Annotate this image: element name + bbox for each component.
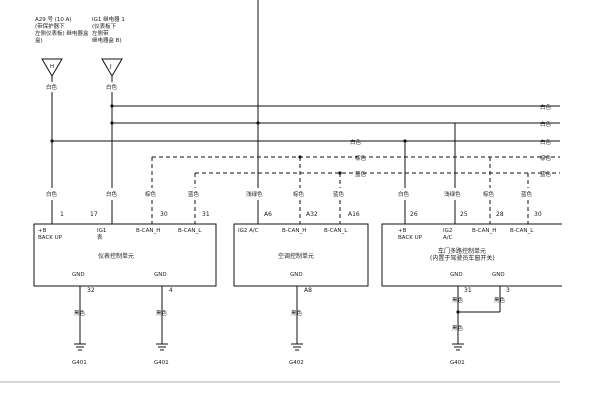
svg-text:26: 26 xyxy=(410,211,418,218)
svg-text:IG2: IG2 xyxy=(443,228,452,234)
svg-text:A32: A32 xyxy=(306,211,318,218)
svg-text:白色: 白色 xyxy=(540,103,552,111)
svg-text:30: 30 xyxy=(534,211,542,218)
svg-text:白色: 白色 xyxy=(350,138,362,146)
svg-text:GND: GND xyxy=(450,272,463,278)
svg-text:GND: GND xyxy=(290,272,303,278)
svg-text:盒): 盒) xyxy=(35,36,43,44)
svg-text:黑色: 黑色 xyxy=(452,296,464,304)
svg-text:G401: G401 xyxy=(154,360,169,366)
svg-text:28: 28 xyxy=(496,211,504,218)
svg-text:空调控制单元: 空调控制单元 xyxy=(278,252,314,260)
wire-color-label: 白色 xyxy=(106,83,118,91)
svg-text:蓝色: 蓝色 xyxy=(188,190,200,198)
door-multiplex-unit: +B BACK UP IG2 A/C B-CAN_H B-CAN_L 车门多路控… xyxy=(381,223,562,287)
svg-text:黑色: 黑色 xyxy=(494,296,506,304)
svg-text:浅绿色: 浅绿色 xyxy=(246,190,263,198)
svg-text:左侧仪表板) 继电器盒: 左侧仪表板) 继电器盒 xyxy=(35,29,89,37)
svg-text:G402: G402 xyxy=(289,360,304,366)
svg-text:B-CAN_L: B-CAN_L xyxy=(324,228,348,234)
svg-text:继电器盒 B): 继电器盒 B) xyxy=(92,36,122,44)
svg-text:31: 31 xyxy=(464,287,472,294)
svg-text:车门多路控制单元: 车门多路控制单元 xyxy=(438,247,486,255)
svg-text:蓝色: 蓝色 xyxy=(333,190,345,198)
svg-text:棕色: 棕色 xyxy=(145,190,157,198)
svg-text:A29 号 (10 A): A29 号 (10 A) xyxy=(35,16,72,23)
svg-text:GND: GND xyxy=(492,272,505,278)
svg-text:B-CAN_H: B-CAN_H xyxy=(282,228,306,234)
svg-text:3: 3 xyxy=(506,287,510,294)
svg-text:B-CAN_L: B-CAN_L xyxy=(510,228,534,234)
svg-text:黑色: 黑色 xyxy=(74,309,86,317)
svg-text:J: J xyxy=(109,64,112,70)
svg-text:G401: G401 xyxy=(72,360,87,366)
svg-text:IG2 A/C: IG2 A/C xyxy=(238,228,259,234)
svg-text:31: 31 xyxy=(202,211,210,218)
svg-text:1: 1 xyxy=(60,211,64,218)
svg-text:G401: G401 xyxy=(450,360,465,366)
svg-text:黑色: 黑色 xyxy=(452,324,464,332)
svg-text:B-CAN_H: B-CAN_H xyxy=(472,228,496,234)
svg-text:蓝色: 蓝色 xyxy=(540,170,552,178)
svg-text:左侧带: 左侧带 xyxy=(92,29,109,37)
svg-text:+B: +B xyxy=(398,228,407,234)
svg-text:IG1 继电器 1: IG1 继电器 1 xyxy=(92,15,125,23)
svg-text:白色: 白色 xyxy=(540,138,552,146)
svg-text:GND: GND xyxy=(72,272,85,278)
svg-text:黑色: 黑色 xyxy=(291,309,303,317)
ground-symbol-3: G402 xyxy=(289,336,304,366)
wire-color-label: 白色 xyxy=(46,83,58,91)
fuse-ig1-label: IG1 继电器 1 (仪表板下 左侧带 继电器盒 B) xyxy=(92,15,125,44)
svg-text:BACK UP: BACK UP xyxy=(38,235,63,241)
svg-text:棕色: 棕色 xyxy=(540,154,552,162)
svg-text:32: 32 xyxy=(87,287,95,294)
svg-text:BACK UP: BACK UP xyxy=(398,235,423,241)
svg-text:(仪表板下: (仪表板下 xyxy=(92,22,117,30)
svg-text:仪表控制单元: 仪表控制单元 xyxy=(98,252,134,260)
meter-control-unit: +B BACK UP IG1 表 B-CAN_H B-CAN_L 仪表控制单元 … xyxy=(33,223,217,287)
fuse-j-symbol: J xyxy=(101,58,123,77)
fuse-h-symbol: H xyxy=(41,58,63,77)
svg-text:17: 17 xyxy=(90,211,98,218)
ground-symbol-2: G401 xyxy=(154,336,169,366)
svg-text:棕色: 棕色 xyxy=(293,190,305,198)
svg-text:白色: 白色 xyxy=(540,120,552,128)
svg-text:(内置于驾驶员车窗开关): (内置于驾驶员车窗开关) xyxy=(430,254,495,262)
svg-text:白色: 白色 xyxy=(398,190,410,198)
svg-text:蓝色: 蓝色 xyxy=(521,190,533,198)
svg-text:30: 30 xyxy=(160,211,168,218)
svg-text:4: 4 xyxy=(169,287,173,294)
svg-text:B-CAN_H: B-CAN_H xyxy=(136,228,160,234)
svg-text:表: 表 xyxy=(97,233,103,241)
svg-text:浅绿色: 浅绿色 xyxy=(444,190,461,198)
svg-text:H: H xyxy=(50,64,54,70)
svg-text:A6: A6 xyxy=(264,211,272,218)
svg-text:IG1: IG1 xyxy=(97,228,106,234)
svg-text:棕色: 棕色 xyxy=(355,154,367,162)
svg-text:(带保护器下: (带保护器下 xyxy=(35,22,65,30)
ground-symbol-4: G401 xyxy=(450,336,465,366)
svg-text:白色: 白色 xyxy=(46,190,58,198)
svg-text:棕色: 棕色 xyxy=(483,190,495,198)
svg-text:A16: A16 xyxy=(348,211,360,218)
svg-text:GND: GND xyxy=(154,272,167,278)
svg-text:黑色: 黑色 xyxy=(156,309,168,317)
svg-text:25: 25 xyxy=(460,211,468,218)
svg-text:+B: +B xyxy=(38,228,47,234)
climate-control-unit: IG2 A/C B-CAN_H B-CAN_L 空调控制单元 GND xyxy=(233,223,369,287)
svg-text:白色: 白色 xyxy=(106,190,118,198)
fuse-a29-label: A29 号 (10 A) (带保护器下 左侧仪表板) 继电器盒 盒) xyxy=(35,16,89,44)
ground-symbol-1: G401 xyxy=(72,336,87,366)
svg-text:A/C: A/C xyxy=(443,235,453,241)
svg-text:B-CAN_L: B-CAN_L xyxy=(178,228,202,234)
svg-text:A8: A8 xyxy=(304,287,312,294)
svg-text:蓝色: 蓝色 xyxy=(355,170,367,178)
